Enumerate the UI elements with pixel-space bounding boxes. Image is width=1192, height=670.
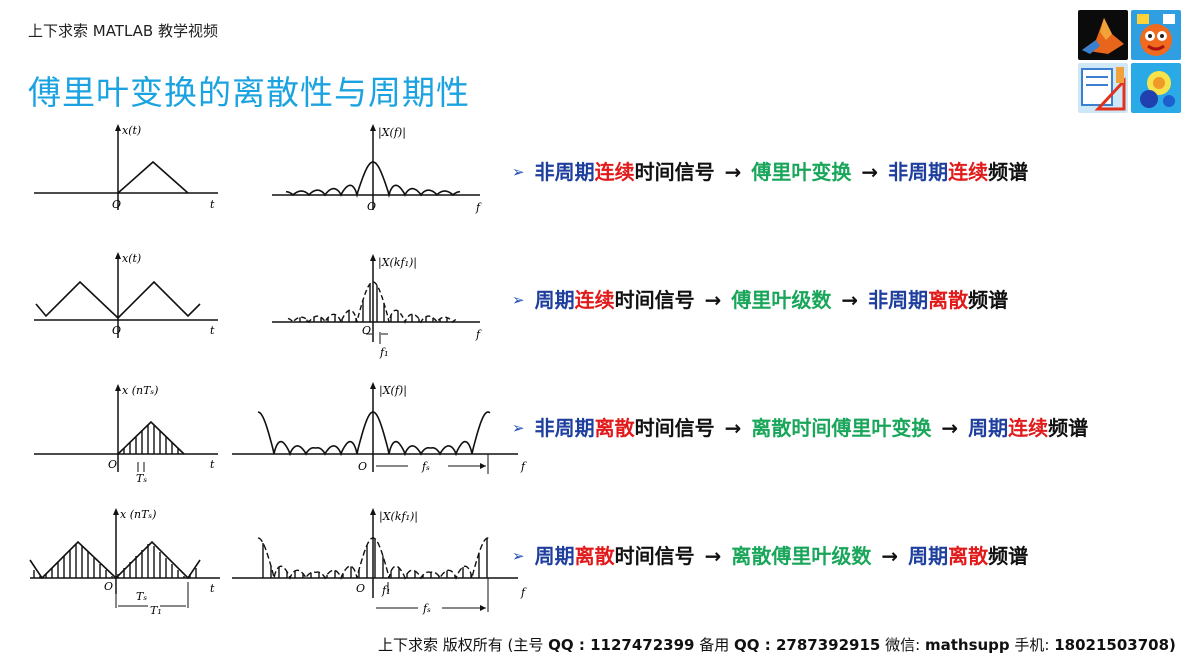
header-caption: 上下求索 MATLAB 教学视频	[28, 22, 218, 40]
ylabel: |X(f)|	[378, 126, 406, 140]
arrow-icon: →	[861, 160, 879, 184]
signal-text: 周期	[534, 544, 575, 568]
marker-label: f₁	[379, 346, 388, 359]
marker-label: fₛ	[421, 460, 430, 473]
spectrum-text: 频谱	[1048, 416, 1089, 440]
origin-label: O	[112, 324, 121, 337]
rule-4: ➢周期离散时间信号→离散傅里叶级数→周期离散频谱	[512, 540, 1028, 569]
axis-label: f	[475, 201, 482, 214]
marker-label-2: T₁	[150, 604, 162, 617]
arrow-icon: →	[724, 416, 742, 440]
signal-text: 离散	[594, 416, 635, 440]
signal-text: 时间信号	[614, 288, 695, 312]
footer-prefix: 上下求索 版权所有 (主号	[378, 636, 549, 654]
spectrum-text: 非周期	[868, 288, 929, 312]
axis-label: f	[475, 328, 482, 341]
spectrum-text: 离散	[948, 544, 989, 568]
footer-wechat: mathsupp	[924, 636, 1010, 654]
plot-spectrum-periodic-discrete: |X(kf₁)| O f f₁ fₛ	[228, 508, 533, 620]
footer-qq: QQ : 1127472399	[548, 636, 695, 654]
spectrum-text: 离散	[928, 288, 969, 312]
slide-title: 傅里叶变换的离散性与周期性	[28, 73, 470, 112]
spectrum-text: 频谱	[968, 288, 1009, 312]
ylabel: |X(kf₁)|	[378, 256, 417, 270]
plot-x-t-periodic-continuous: x(t) O t	[28, 250, 228, 345]
origin-label: O	[356, 582, 365, 595]
footer-backup-label: 备用	[694, 636, 735, 654]
ylabel: |X(f)|	[379, 384, 407, 398]
signal-text: 离散	[574, 544, 615, 568]
plot-x-nts-aperiodic-discrete: x (nTₛ) O t Tₛ	[28, 382, 228, 487]
origin-label: O	[367, 200, 376, 213]
axis-label: f	[520, 586, 527, 599]
rule-2: ➢ 周期连续时间信号 → 傅里叶级数 → 非周期离散频谱	[512, 284, 1008, 313]
signal-text: 时间信号	[634, 160, 715, 184]
ylabel: x (nTₛ)	[120, 508, 156, 521]
rule-3: ➢ 非周期离散时间信号 → 离散时间傅里叶变换 → 周期连续频谱	[512, 412, 1088, 441]
ylabel: x(t)	[122, 252, 141, 265]
logo-group	[1078, 10, 1182, 114]
signal-text: 非周期	[534, 416, 595, 440]
arrow-icon: →	[841, 288, 859, 312]
ylabel: x (nTₛ)	[122, 384, 158, 397]
heatmap-icon	[1131, 63, 1181, 113]
transform-name: 离散傅里叶级数	[731, 544, 872, 568]
signal-text: 周期	[534, 288, 575, 312]
spectrum-text: 频谱	[988, 160, 1029, 184]
plot-x-t-aperiodic-continuous: x(t) O t	[28, 120, 228, 220]
origin-label: O	[104, 580, 113, 593]
transform-name: 傅里叶级数	[731, 288, 832, 312]
plot-spectrum-aperiodic-continuous: |X(f)| O f	[268, 120, 493, 220]
axis-label: f	[520, 460, 527, 473]
matlab-logo-icon	[1078, 10, 1128, 60]
bullet-icon: ➢	[512, 291, 525, 309]
arrow-icon: →	[704, 544, 722, 568]
origin-label: O	[112, 198, 121, 211]
arrow-icon: →	[704, 288, 722, 312]
signal-text: 时间信号	[634, 416, 715, 440]
origin-label: O	[108, 458, 117, 471]
transform-name: 傅里叶变换	[751, 160, 852, 184]
footer-copyright: 上下求索 版权所有 (主号 QQ : 1127472399 备用 QQ : 27…	[378, 634, 1176, 655]
ylabel: x(t)	[122, 124, 141, 137]
plot-spectrum-periodic-continuous: |X(f)| O f fₛ	[228, 382, 533, 487]
spectrum-text: 连续	[1008, 416, 1049, 440]
signal-text: 非周期	[534, 160, 595, 184]
footer-wechat-label: 微信:	[880, 636, 925, 654]
marker-label-1: f₁	[381, 584, 390, 597]
bullet-icon: ➢	[512, 419, 525, 437]
marker-label: Tₛ	[136, 472, 147, 485]
spectrum-text: 非周期	[888, 160, 949, 184]
signal-text: 时间信号	[614, 544, 695, 568]
axis-label: t	[210, 324, 215, 337]
arrow-icon: →	[724, 160, 742, 184]
axis-label: t	[210, 458, 215, 471]
cartoon-math-icon	[1131, 10, 1181, 60]
spectrum-text: 频谱	[988, 544, 1029, 568]
spectrum-text: 连续	[948, 160, 989, 184]
transform-name: 离散时间傅里叶变换	[751, 416, 932, 440]
signal-text: 连续	[594, 160, 635, 184]
axis-label: t	[210, 198, 215, 211]
arrow-icon: →	[881, 544, 899, 568]
ylabel: |X(kf₁)|	[379, 510, 418, 524]
spectrum-text: 周期	[968, 416, 1009, 440]
arrow-icon: →	[941, 416, 959, 440]
footer-phone: 18021503708)	[1054, 636, 1176, 654]
marker-label-1: Tₛ	[136, 590, 147, 603]
plot-x-nts-periodic-discrete: x (nTₛ) O t Tₛ T₁	[28, 508, 228, 620]
plot-spectrum-aperiodic-discrete: |X(kf₁)| O f f₁	[268, 252, 493, 362]
bullet-icon: ➢	[512, 547, 525, 565]
footer-backup-qq: QQ : 2787392915	[734, 636, 881, 654]
footer-phone-label: 手机:	[1009, 636, 1055, 654]
bullet-icon: ➢	[512, 163, 525, 181]
origin-label: O	[358, 460, 367, 473]
signal-text: 连续	[574, 288, 615, 312]
geometry-tools-icon	[1078, 63, 1128, 113]
origin-label: O	[362, 324, 371, 337]
rule-1: ➢非周期连续时间信号→傅里叶变换→非周期连续频谱	[512, 156, 1028, 185]
spectrum-text: 周期	[908, 544, 949, 568]
marker-label-2: fₛ	[422, 602, 431, 615]
axis-label: t	[210, 582, 215, 595]
